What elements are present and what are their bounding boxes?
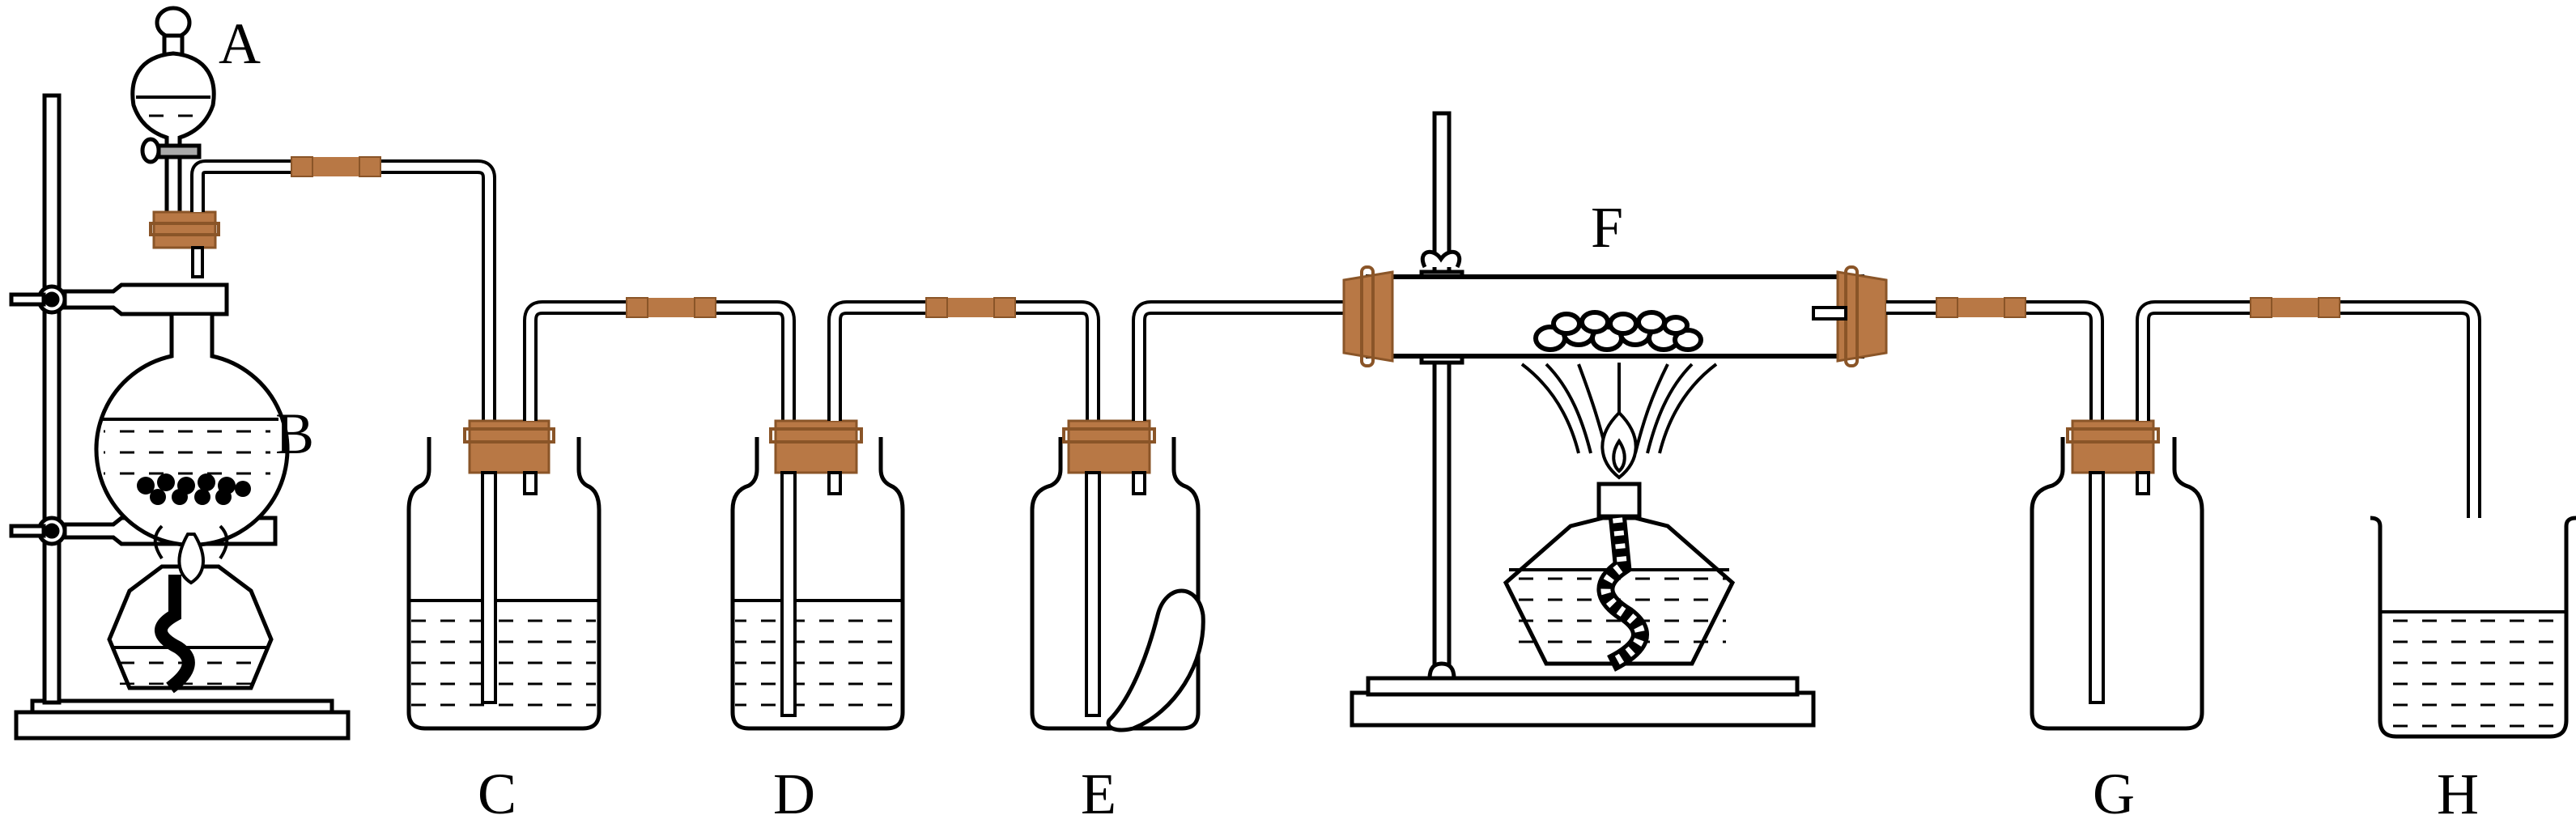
label-c: C bbox=[478, 762, 517, 826]
label-g: G bbox=[2093, 762, 2135, 826]
label-d: D bbox=[773, 762, 815, 826]
wash-bottle-c bbox=[406, 419, 601, 731]
empty-bottle-g bbox=[2030, 419, 2204, 731]
label-e: E bbox=[1081, 762, 1116, 826]
drying-bottle-e bbox=[1030, 419, 1205, 732]
tube-c-to-d bbox=[523, 297, 796, 712]
round-flask-b bbox=[94, 316, 290, 547]
label-a: A bbox=[219, 11, 261, 76]
left-iron-stand bbox=[9, 93, 351, 741]
wash-bottle-d bbox=[730, 419, 905, 731]
label-f: F bbox=[1591, 195, 1624, 260]
tube-f-to-g bbox=[1886, 297, 2104, 712]
separatory-funnel-a bbox=[130, 6, 216, 245]
tube-g-to-h bbox=[2136, 297, 2481, 696]
tube-d-to-e bbox=[827, 297, 1100, 712]
tube-e-to-f bbox=[1132, 300, 1344, 421]
flask-b-stopper bbox=[149, 156, 496, 701]
reaction-tube-f bbox=[1342, 111, 1888, 728]
beaker-h bbox=[2370, 516, 2576, 739]
label-h: H bbox=[2437, 762, 2479, 826]
alcohol-lamp-b bbox=[107, 524, 274, 694]
label-b: B bbox=[275, 401, 315, 466]
